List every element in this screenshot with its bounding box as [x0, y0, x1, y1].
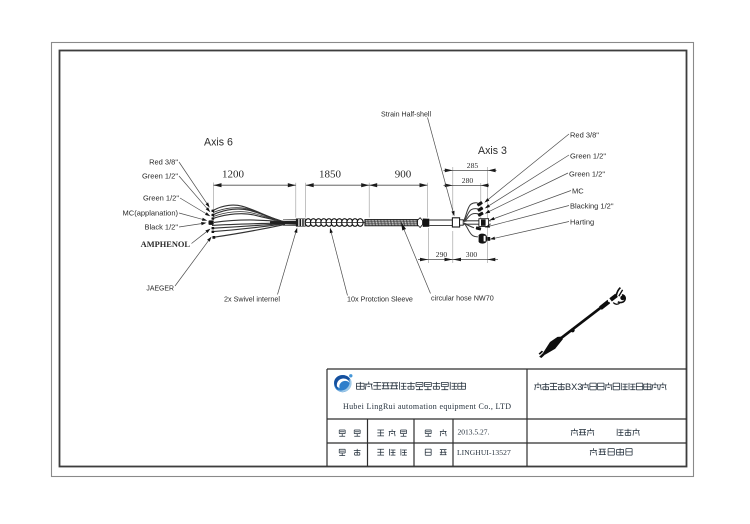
svg-text:2013.5.27.: 2013.5.27.	[458, 428, 490, 437]
svg-text:Green 1/2": Green 1/2"	[142, 172, 178, 181]
svg-text:Green 1/2": Green 1/2"	[570, 152, 606, 161]
svg-text:1850: 1850	[319, 169, 342, 181]
svg-text:circular hose NW70: circular hose NW70	[431, 294, 494, 303]
svg-text:LINGHUI-13527: LINGHUI-13527	[457, 448, 511, 457]
svg-text:Black 1/2": Black 1/2"	[144, 223, 178, 232]
svg-text:Red 3/8": Red 3/8"	[570, 131, 599, 140]
svg-text:900: 900	[395, 169, 412, 181]
svg-text:AMPHENOL: AMPHENOL	[141, 240, 191, 249]
svg-text:1200: 1200	[222, 169, 245, 181]
svg-text:Red 3/8": Red 3/8"	[149, 158, 178, 167]
svg-text:Strain Half-shell: Strain Half-shell	[381, 110, 431, 118]
svg-text:10x Protction Sleeve: 10x Protction Sleeve	[347, 295, 413, 304]
svg-text:2x Swivel internel: 2x Swivel internel	[224, 295, 280, 304]
svg-text:Hubei LingRui automation equip: Hubei LingRui automation equipment Co., …	[343, 402, 511, 411]
svg-text:Axis 6: Axis 6	[204, 137, 233, 149]
svg-text:MC(applanation): MC(applanation)	[123, 209, 179, 218]
svg-text:Axis 3: Axis 3	[478, 145, 507, 157]
svg-text:Blacking 1/2": Blacking 1/2"	[570, 202, 614, 211]
svg-text:MC: MC	[572, 187, 584, 196]
svg-text:JAEGER: JAEGER	[146, 285, 174, 292]
svg-text:BX3: BX3	[565, 382, 582, 392]
svg-text:290: 290	[436, 250, 448, 259]
svg-text:300: 300	[466, 250, 478, 259]
svg-text:Green 1/2": Green 1/2"	[143, 193, 179, 202]
svg-text:285: 285	[467, 161, 479, 170]
svg-text:Green 1/2": Green 1/2"	[569, 170, 605, 179]
svg-text:Harting: Harting	[570, 218, 594, 227]
svg-text:280: 280	[462, 176, 474, 185]
